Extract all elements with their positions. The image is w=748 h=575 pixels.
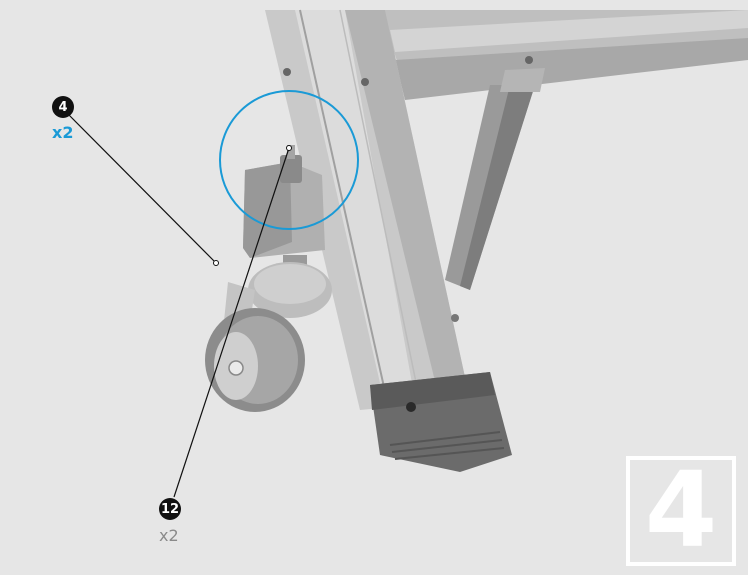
caster-plate-side <box>243 162 292 258</box>
rivet <box>361 78 369 86</box>
rivet <box>283 68 291 76</box>
bolt-nut <box>280 155 302 183</box>
front-rail-edge <box>345 10 470 402</box>
callout-quantity-12: x2 <box>159 526 179 545</box>
front-rail-face <box>295 10 415 405</box>
bolt-thread <box>287 145 295 159</box>
wheel-axle <box>228 360 244 376</box>
rivet <box>525 56 533 64</box>
foot-treads <box>389 431 505 460</box>
caster-swivel-top <box>254 264 326 304</box>
leader-line-4 <box>65 111 217 264</box>
rivet <box>451 314 459 322</box>
highlight-circle <box>219 90 359 230</box>
back-leg-bracket <box>500 68 545 92</box>
foot-screw <box>406 402 416 412</box>
leader-line-12 <box>173 147 290 498</box>
step-number-box: 4 <box>626 456 736 566</box>
top-rung-highlight <box>390 10 748 52</box>
leader-dot-4 <box>213 260 219 266</box>
top-rung-underside <box>395 38 748 100</box>
rubber-foot-top <box>370 372 495 410</box>
back-leg-shadow <box>460 85 535 290</box>
callout-quantity-4: x2 <box>52 123 74 142</box>
leader-dot-12 <box>286 145 292 151</box>
caster-wheel-illustration <box>205 255 332 412</box>
callout-badge-12: 12 <box>159 498 181 520</box>
callout-badge-4: 4 <box>52 96 74 118</box>
